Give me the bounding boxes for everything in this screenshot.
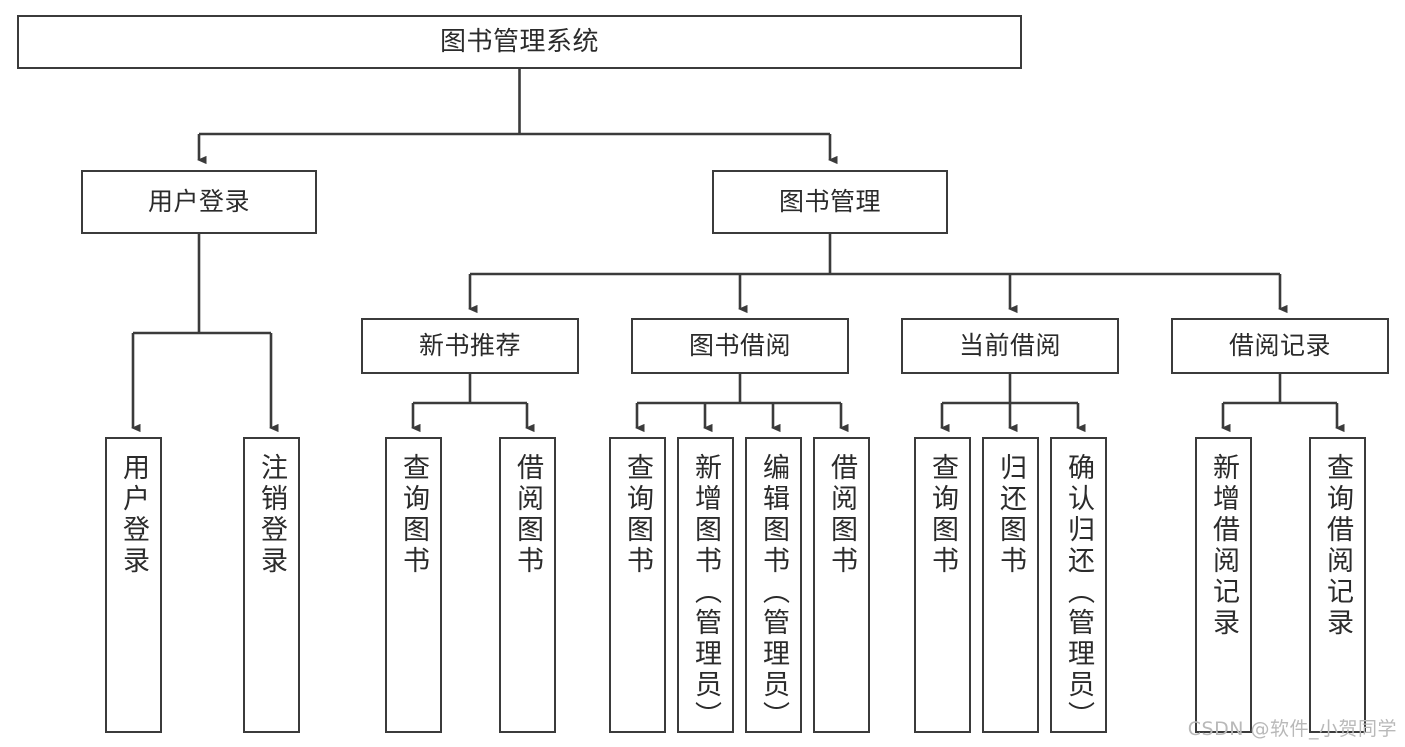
node-current-borrow[interactable]: 当前借阅	[901, 318, 1119, 374]
leaf-borrow-book[interactable]: 借阅图书	[813, 437, 870, 733]
node-book-management[interactable]: 图书管理	[712, 170, 948, 234]
node-label: 新增借阅记录	[1208, 453, 1239, 639]
leaf-return-book[interactable]: 归还图书	[982, 437, 1039, 733]
node-label: 查询借阅记录	[1322, 453, 1353, 639]
leaf-query-book-recommend[interactable]: 查询图书	[385, 437, 442, 733]
node-label: 用户登录	[147, 187, 250, 217]
node-label: 注销登录	[256, 453, 287, 577]
node-label: 新增图书（管理员）	[690, 453, 721, 732]
node-label: 图书借阅	[688, 331, 791, 361]
node-label: 借阅图书	[512, 453, 543, 577]
node-borrow-record[interactable]: 借阅记录	[1171, 318, 1389, 374]
node-label: 图书管理	[778, 187, 881, 217]
node-user-login[interactable]: 用户登录	[81, 170, 317, 234]
node-root-system[interactable]: 图书管理系统	[17, 15, 1022, 69]
node-label: 借阅图书	[826, 453, 857, 577]
leaf-add-book-admin[interactable]: 新增图书（管理员）	[677, 437, 734, 733]
node-label: 借阅记录	[1228, 331, 1331, 361]
node-book-borrow[interactable]: 图书借阅	[631, 318, 849, 374]
leaf-borrow-book-recommend[interactable]: 借阅图书	[499, 437, 556, 733]
leaf-edit-book-admin[interactable]: 编辑图书（管理员）	[745, 437, 802, 733]
node-label: 确认归还（管理员）	[1063, 453, 1094, 732]
leaf-query-book-borrow[interactable]: 查询图书	[609, 437, 666, 733]
node-label: 当前借阅	[958, 331, 1061, 361]
node-label: 查询图书	[927, 453, 958, 577]
node-label: 归还图书	[995, 453, 1026, 577]
csdn-watermark: CSDN @软件_小贺同学	[1187, 718, 1397, 740]
leaf-add-borrow-record[interactable]: 新增借阅记录	[1195, 437, 1252, 733]
leaf-query-borrow-record[interactable]: 查询借阅记录	[1309, 437, 1366, 733]
node-label: 编辑图书（管理员）	[758, 453, 789, 732]
node-label: 查询图书	[622, 453, 653, 577]
node-label: 查询图书	[398, 453, 429, 577]
leaf-query-book-current[interactable]: 查询图书	[914, 437, 971, 733]
leaf-user-logout[interactable]: 注销登录	[243, 437, 300, 733]
node-label: 图书管理系统	[439, 26, 599, 57]
leaf-confirm-return-admin[interactable]: 确认归还（管理员）	[1050, 437, 1107, 733]
node-label: 用户登录	[118, 453, 149, 577]
node-new-book-recommend[interactable]: 新书推荐	[361, 318, 579, 374]
leaf-user-login[interactable]: 用户登录	[105, 437, 162, 733]
node-label: 新书推荐	[418, 331, 521, 361]
